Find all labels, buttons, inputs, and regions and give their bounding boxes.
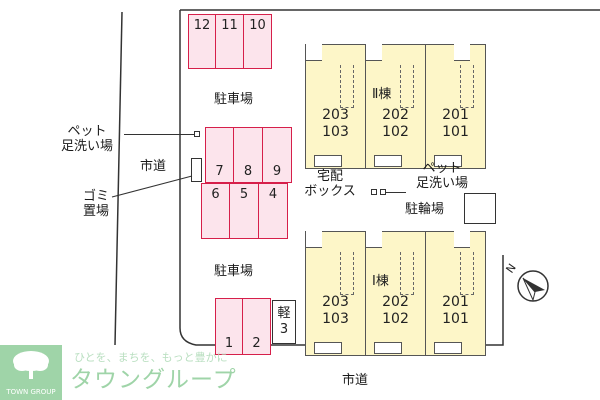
parking-stall: 8 bbox=[234, 127, 263, 183]
parking-stall: 1 bbox=[215, 298, 243, 355]
parking-row-lower: 6 5 4 bbox=[201, 183, 288, 239]
pet-wash-left-marker bbox=[194, 131, 200, 137]
pet-wash-left-label: ペット 足洗い場 bbox=[60, 124, 113, 154]
brand-logo-text: TOWN GROUP bbox=[6, 388, 56, 396]
delivery-box-marker bbox=[371, 189, 377, 195]
building-1-name: Ⅰ棟 bbox=[370, 270, 391, 289]
garbage-area bbox=[191, 158, 202, 182]
bicycle-parking-area bbox=[464, 193, 496, 224]
road-label-left: 市道 bbox=[140, 159, 167, 174]
garbage-label: ゴミ 置場 bbox=[82, 189, 109, 219]
parking-stall: 2 bbox=[243, 298, 271, 355]
brand-logo-icon: TOWN GROUP bbox=[0, 345, 62, 400]
building-2-name: Ⅱ棟 bbox=[370, 83, 394, 102]
parking-stall: 12 bbox=[188, 14, 216, 69]
pet-wash-right-leader bbox=[386, 192, 406, 193]
parking-stall: 11 bbox=[216, 14, 244, 69]
brand-name: タウングループ bbox=[70, 367, 237, 393]
parking-row-top: 12 11 10 bbox=[188, 14, 272, 69]
parking-label-upper: 駐車場 bbox=[214, 92, 254, 107]
parking-stall: 5 bbox=[230, 183, 259, 239]
bicycle-parking-label: 駐輪場 bbox=[405, 202, 445, 217]
parking-row-bottom: 1 2 bbox=[215, 298, 271, 355]
parking-label-lower: 駐車場 bbox=[214, 264, 254, 279]
pet-wash-right-label: ペット 足洗い場 bbox=[415, 161, 468, 191]
parking-stall: 9 bbox=[263, 127, 292, 183]
brand-tagline: ひとを、まちを、もっと豊かに bbox=[74, 351, 228, 364]
delivery-box-marker-2 bbox=[380, 189, 386, 195]
parking-stall: 7 bbox=[205, 127, 234, 183]
road-label-bottom: 市道 bbox=[342, 373, 369, 388]
parking-stall: 10 bbox=[244, 14, 272, 69]
light-vehicle-stall: 軽 3 bbox=[272, 300, 296, 344]
parking-row-middle: 7 8 9 bbox=[205, 127, 292, 183]
parking-stall: 4 bbox=[259, 183, 288, 239]
compass-icon: N bbox=[503, 261, 550, 307]
pet-wash-left-leader bbox=[124, 134, 194, 135]
delivery-box-label: 宅配 ボックス bbox=[304, 169, 356, 199]
parking-stall: 6 bbox=[201, 183, 230, 239]
